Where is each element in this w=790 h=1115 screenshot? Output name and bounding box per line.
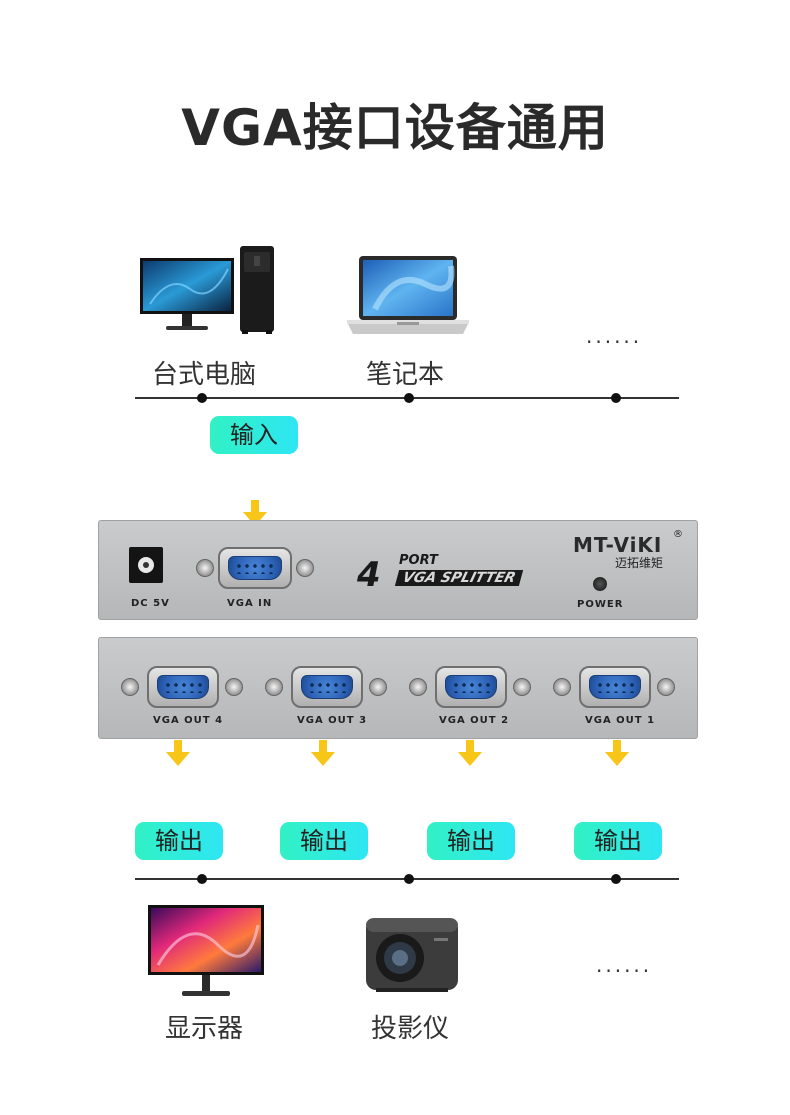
output-pill-3: 输出 (427, 822, 515, 860)
desktop-label: 台式电脑 (152, 360, 257, 390)
laptop-icon (345, 254, 471, 340)
output-more-ellipsis: ...... (596, 953, 653, 977)
output-arrow-icon (605, 740, 629, 766)
vga-out-2-label: VGA OUT 2 (439, 715, 510, 726)
vga-out-3-port (291, 666, 363, 708)
output-dot-2 (404, 874, 414, 884)
output-arrow-icon (311, 740, 335, 766)
output-dot-3 (611, 874, 621, 884)
vga-out-2-port (435, 666, 507, 708)
vga-out-4-screw-left (121, 678, 139, 696)
desktop-computer-icon (140, 244, 280, 336)
vga-out-1-screw-right (657, 678, 675, 696)
vga-out-3-screw-right (369, 678, 387, 696)
vga-out-3-label: VGA OUT 3 (297, 715, 368, 726)
output-pill-1: 输出 (135, 822, 223, 860)
model-name: VGA SPLITTER (394, 570, 524, 586)
brand-logo: MT-ViKI (573, 533, 663, 557)
vga-out-1-screw-left (553, 678, 571, 696)
power-label: POWER (577, 599, 624, 610)
output-arrow-icon (166, 740, 190, 766)
input-pill: 输入 (210, 416, 298, 454)
vga-out-4-label: VGA OUT 4 (153, 715, 224, 726)
input-more-ellipsis: ...... (586, 324, 643, 348)
input-dot-2 (404, 393, 414, 403)
output-arrow-icon (458, 740, 482, 766)
dc-label: DC 5V (131, 598, 170, 609)
monitor-icon (148, 905, 264, 999)
vga-in-label: VGA IN (227, 598, 273, 609)
output-pill-4: 输出 (574, 822, 662, 860)
vga-out-1-label: VGA OUT 1 (585, 715, 656, 726)
output-pill-2: 输出 (280, 822, 368, 860)
vga-out-4-screw-right (225, 678, 243, 696)
dc-power-jack (129, 547, 163, 583)
laptop-label: 笔记本 (366, 360, 445, 390)
vga-out-1-port (579, 666, 651, 708)
splitter-back-panel: VGA OUT 4 VGA OUT 3 VGA OUT 2 VGA OUT 1 (98, 637, 698, 739)
model-number: 4 (357, 555, 381, 595)
vga-out-2-screw-right (513, 678, 531, 696)
page-title: VGA接口设备通用 (181, 99, 609, 157)
power-led (593, 577, 607, 591)
input-dot-1 (197, 393, 207, 403)
vga-in-screw-left (196, 559, 214, 577)
monitor-label: 显示器 (165, 1014, 244, 1044)
vga-out-3-screw-left (265, 678, 283, 696)
vga-out-2-screw-left (409, 678, 427, 696)
vga-in-port (218, 547, 292, 589)
splitter-front-panel: DC 5V VGA IN 4 PORT VGA SPLITTER MT-ViKI… (98, 520, 698, 620)
output-dot-1 (197, 874, 207, 884)
input-dot-3 (611, 393, 621, 403)
projector-label: 投影仪 (371, 1014, 450, 1044)
brand-cn: 迈拓维矩 (615, 556, 664, 570)
brand-registered-mark: ® (673, 529, 683, 540)
vga-out-4-port (147, 666, 219, 708)
projector-icon (362, 912, 462, 994)
model-port: PORT (399, 553, 438, 568)
vga-in-screw-right (296, 559, 314, 577)
